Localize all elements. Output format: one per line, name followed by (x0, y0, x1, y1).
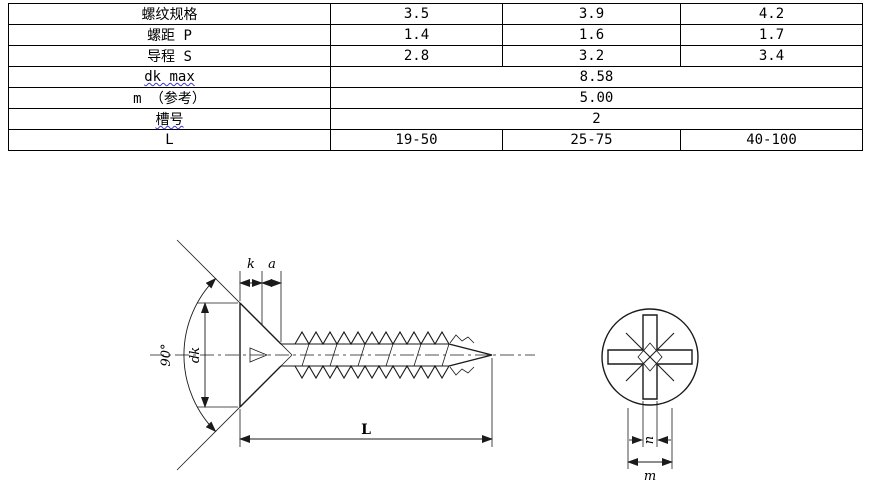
table-row: 螺距 P 1.4 1.6 1.7 (8, 24, 863, 46)
dim-m: m (627, 408, 673, 484)
dim-dk: dk (188, 302, 238, 408)
head-circle (601, 308, 699, 406)
row-label-dk-max: dk max (8, 66, 331, 88)
cell: 3.5 (330, 3, 503, 25)
cell: 40-100 (680, 129, 863, 151)
screw-front-view: n m (601, 308, 699, 484)
dim-length: L (239, 358, 493, 447)
row-label-text: 槽号 (155, 112, 184, 128)
cell: 1.4 (330, 24, 503, 46)
table-row: 螺纹规格 3.5 3.9 4.2 (8, 3, 863, 25)
tip-thread-top (449, 334, 475, 344)
table-row: 导程 S 2.8 3.2 3.4 (8, 45, 863, 67)
cell: 2.8 (330, 45, 503, 67)
screw-technical-drawing: 90° (150, 239, 699, 484)
dim-n: n (629, 401, 671, 447)
spec-table: 螺纹规格 3.5 3.9 4.2 螺距 P 1.4 1.6 1.7 导程 S 2… (8, 3, 863, 151)
cell: 3.2 (502, 45, 681, 67)
cell-span: 5.00 (330, 87, 863, 109)
cell: 1.7 (680, 24, 863, 46)
row-label-pitch: 螺距 P (8, 24, 331, 46)
cell-span: 2 (330, 108, 863, 130)
dim-label-angle: 90° (159, 343, 174, 366)
dim-label-length: L (361, 422, 371, 438)
row-label-m-ref: m （参考） (8, 87, 331, 109)
screw-tip (448, 343, 493, 367)
table-row: dk max 8.58 (8, 66, 863, 88)
screw-side-view: 90° (150, 239, 535, 471)
row-label-length: L (8, 129, 331, 151)
thread-flanks (301, 343, 450, 367)
thread-bottom (294, 364, 450, 380)
cell: 3.4 (680, 45, 863, 67)
cell: 19-50 (330, 129, 503, 151)
table-row: L 19-50 25-75 40-100 (8, 129, 863, 151)
row-label-thread-spec: 螺纹规格 (8, 3, 331, 25)
dim-label-k: k (247, 257, 255, 272)
screw-head (239, 302, 282, 408)
dim-label-a: a (268, 257, 276, 272)
dim-label-n: n (642, 436, 657, 444)
cell: 1.6 (502, 24, 681, 46)
recess-profile (249, 347, 269, 363)
cross-recess (607, 314, 693, 400)
angle-arc (183, 277, 217, 433)
dim-label-m: m (644, 469, 656, 484)
row-label-lead: 导程 S (8, 45, 331, 67)
cell: 3.9 (502, 3, 681, 25)
pozidriv-ticks (625, 332, 675, 382)
cell: 4.2 (680, 3, 863, 25)
dim-label-dk: dk (188, 347, 203, 363)
row-label-slot-no: 槽号 (8, 108, 331, 130)
dim-k-a: k a (239, 257, 282, 342)
cell: 25-75 (502, 129, 681, 151)
cell-span: 8.58 (330, 66, 863, 88)
thread-top (294, 330, 450, 346)
recess-center-diamond (637, 342, 663, 372)
row-label-text: dk max (144, 69, 195, 85)
tip-thread-bottom (449, 366, 475, 376)
table-row: 槽号 2 (8, 108, 863, 130)
table-row: m （参考） 5.00 (8, 87, 863, 109)
